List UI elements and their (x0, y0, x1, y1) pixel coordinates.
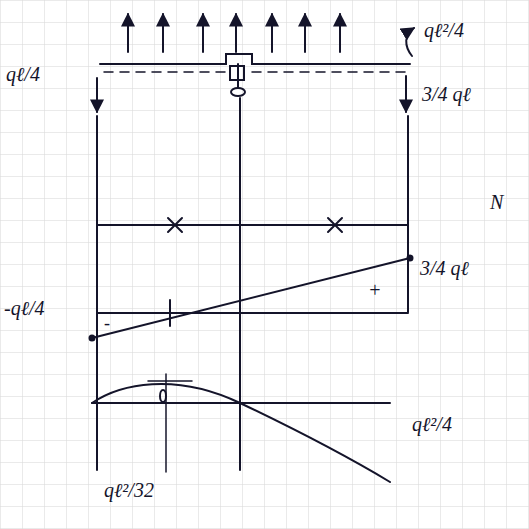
zero-mark (328, 218, 342, 232)
axis-q (97, 312, 408, 314)
zero-mark (168, 218, 182, 232)
moment-curve (92, 384, 390, 482)
zero-tick (169, 300, 171, 326)
max-mark (160, 390, 166, 402)
hinge-pin (231, 88, 245, 96)
diagram-label: qℓ²/4 (424, 18, 464, 42)
diagram-label: 3/4 qℓ (422, 82, 471, 106)
projection-line (407, 116, 409, 312)
support-rod (237, 64, 239, 88)
diagram-label: qℓ²/4 (412, 412, 452, 436)
axis-n (97, 224, 408, 226)
reaction-right (405, 76, 407, 112)
diagram-label: -qℓ/4 (4, 296, 45, 320)
hinge-box (230, 66, 244, 80)
projection-line (96, 116, 98, 470)
max-tick (148, 380, 192, 382)
leader-line (165, 374, 167, 472)
beam (100, 54, 410, 64)
diagram-label: qℓ/4 (6, 62, 40, 86)
shear-line (92, 258, 410, 338)
end-dot (90, 336, 95, 341)
reaction-left (96, 78, 98, 112)
beam-fiber (104, 71, 406, 73)
moment-arrow (406, 28, 414, 56)
diagram-label: qℓ²/32 (104, 478, 154, 502)
pen-strokes (90, 14, 415, 482)
load-arrows (128, 14, 340, 52)
diagram-label: 3/4 qℓ (420, 256, 469, 280)
diagram-label: N (490, 190, 503, 214)
diagram-label: + (368, 278, 382, 302)
projection-line (239, 98, 241, 470)
end-dot (408, 256, 413, 261)
diagram-label: - (104, 311, 110, 335)
